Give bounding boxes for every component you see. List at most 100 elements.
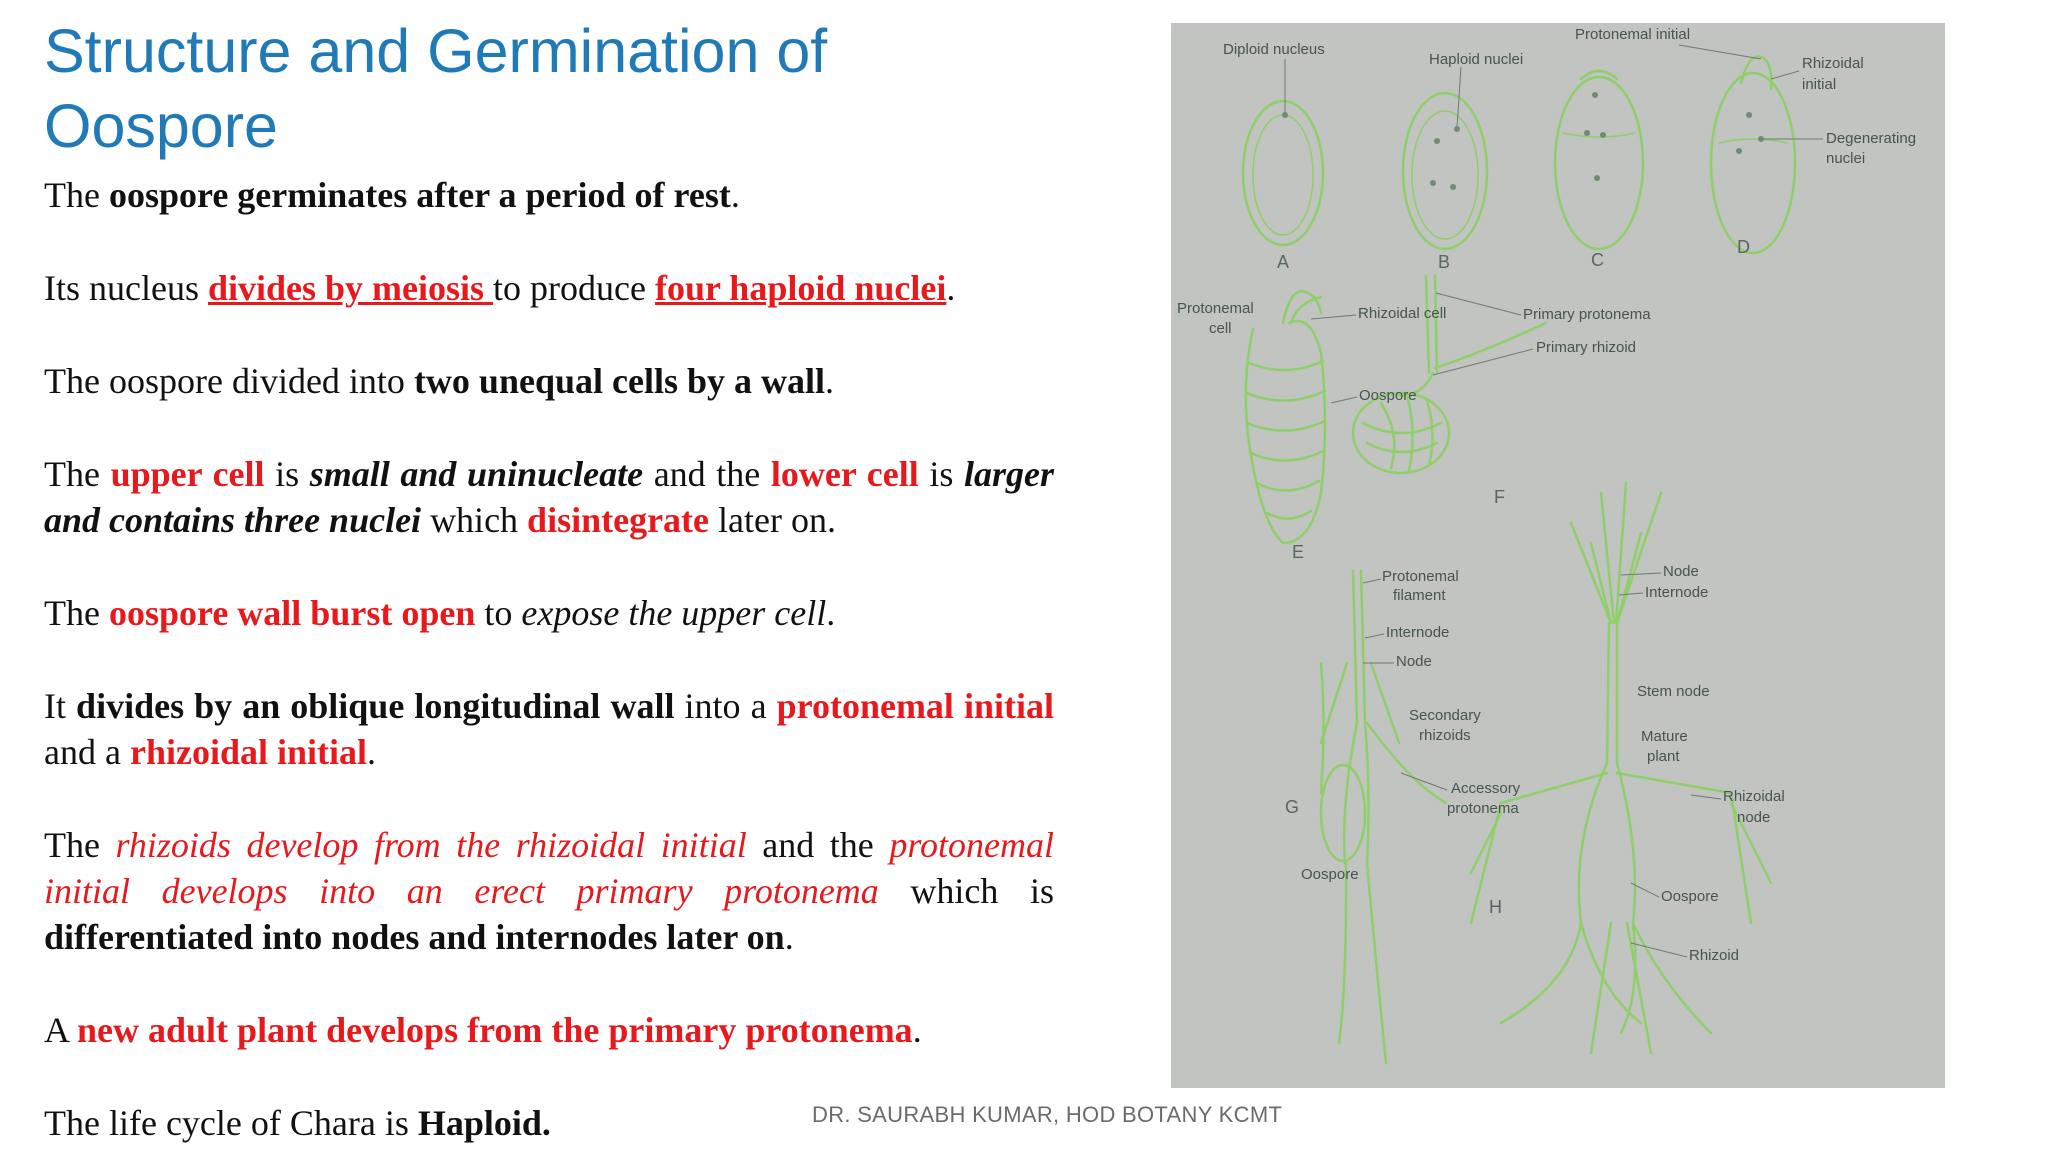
leader-lines <box>1284 44 1823 958</box>
body-text: The oospore germinates after a period of… <box>44 172 1054 1146</box>
label-protonemal-cell-2: cell <box>1209 320 1232 337</box>
text-run: which is <box>878 871 1054 911</box>
text-run: . <box>784 917 794 957</box>
text-run: It <box>44 686 77 726</box>
text-run: into a <box>674 686 777 726</box>
text-run: The <box>44 593 109 633</box>
text-run: . <box>824 361 834 401</box>
text-run: . <box>826 593 836 633</box>
text-run: later on. <box>709 500 836 540</box>
text-run: The <box>44 175 109 215</box>
text-run: and the <box>746 825 890 865</box>
label-haploid-nuclei: Haploid nuclei <box>1429 51 1523 68</box>
text-run: to <box>475 593 522 633</box>
label-f: F <box>1494 487 1505 507</box>
label-g: G <box>1285 797 1299 817</box>
label-rhizoidal-node-2: node <box>1737 809 1770 826</box>
paragraph-6: It divides by an oblique longitudinal wa… <box>44 683 1054 775</box>
text-run: . <box>730 175 740 215</box>
label-secondary-rhizoids: Secondary <box>1409 707 1481 724</box>
paragraph-3: The oospore divided into two unequal cel… <box>44 358 1054 404</box>
highlight-run: rhizoidal initial <box>129 732 367 772</box>
highlight-run: divides by meiosis <box>207 268 494 308</box>
label-mature-plant: Mature <box>1641 728 1688 745</box>
label-rhizoidal-initial-2: initial <box>1802 76 1836 93</box>
label-degenerating-nuclei: Degenerating <box>1826 130 1916 147</box>
highlight-run: protonemal initial <box>776 686 1054 726</box>
red-italic-run: protonemal initial develops into an erec… <box>44 825 1055 911</box>
highlight-run: disintegrate <box>527 500 710 540</box>
label-stem-node: Stem node <box>1637 683 1710 700</box>
title-line-1: Structure and Germination of <box>44 17 828 85</box>
bold-run: Haploid. <box>417 1103 551 1143</box>
label-rhizoidal-initial: Rhizoidal <box>1802 55 1864 72</box>
primary-protonema-f <box>1351 274 1548 475</box>
label-accessory-protonema-2: protonema <box>1447 800 1519 817</box>
paragraph-5: The oospore wall burst open to expose th… <box>44 590 1054 636</box>
text-run: which <box>421 500 528 540</box>
text-run: and a <box>44 732 130 772</box>
mature-plant-h <box>1469 481 1773 1055</box>
text-run: The oospore divided into <box>44 361 414 401</box>
label-internode-h: Internode <box>1645 584 1708 601</box>
text-run: is <box>264 454 310 494</box>
text-run: is <box>918 454 964 494</box>
label-rhizoid-h: Rhizoid <box>1689 947 1739 964</box>
label-e: E <box>1292 542 1304 562</box>
chara-germination-figure: Diploid nucleus Haploid nuclei Protonema… <box>1171 23 1945 1088</box>
label-mature-plant-2: plant <box>1647 748 1680 765</box>
highlight-run: upper cell <box>110 454 265 494</box>
oospore-d <box>1709 55 1797 255</box>
label-rhizoidal-cell: Rhizoidal cell <box>1358 305 1446 322</box>
highlight-run: four haploid nuclei <box>654 268 947 308</box>
text-run: Its nucleus <box>44 268 208 308</box>
bold-italic-run: larger and contains three nuclei <box>44 454 1054 540</box>
italic-run: expose the upper cell <box>521 593 827 633</box>
slide-title: Structure and Germination of Oospore <box>44 14 1054 164</box>
label-node-g: Node <box>1396 653 1432 670</box>
label-node-h: Node <box>1663 563 1699 580</box>
figure-drawing: Diploid nucleus Haploid nuclei Protonema… <box>1177 26 1916 1065</box>
bold-run: divides by an oblique longitudinal wall <box>76 686 675 726</box>
text-run: The <box>44 454 111 494</box>
label-oospore-h: Oospore <box>1661 888 1719 905</box>
paragraph-4: The upper cell is small and uninucleate … <box>44 451 1054 543</box>
bold-run: differentiated into nodes and internodes… <box>44 917 785 957</box>
title-line-2: Oospore <box>44 92 278 160</box>
label-degenerating-nuclei-2: nuclei <box>1826 150 1865 167</box>
text-run: The life cycle of Chara is <box>44 1103 418 1143</box>
label-b: B <box>1438 252 1450 272</box>
label-protonemal-filament: Protonemal <box>1382 568 1459 585</box>
label-oospore-e: Oospore <box>1359 387 1417 404</box>
paragraph-2: Its nucleus divides by meiosis to produc… <box>44 265 1054 311</box>
germinating-oospore-e <box>1244 289 1327 545</box>
oospore-b <box>1401 91 1489 251</box>
label-accessory-protonema: Accessory <box>1451 780 1521 797</box>
paragraph-8: A new adult plant develops from the prim… <box>44 1007 1054 1053</box>
label-internode-g: Internode <box>1386 624 1449 641</box>
label-c: C <box>1591 250 1604 270</box>
label-d: D <box>1737 237 1750 257</box>
footer-credit: DR. SAURABH KUMAR, HOD BOTANY KCMT <box>812 1102 1283 1127</box>
bold-italic-run: small and uninucleate <box>309 454 644 494</box>
text-run: . <box>912 1010 922 1050</box>
label-protonemal-cell: Protonemal <box>1177 300 1254 317</box>
label-protonemal-initial: Protonemal initial <box>1575 26 1690 43</box>
paragraph-9: The life cycle of Chara is Haploid. <box>44 1100 1054 1146</box>
label-primary-protonema: Primary protonema <box>1523 306 1651 323</box>
label-oospore-g: Oospore <box>1301 866 1359 883</box>
text-run: and the <box>643 454 771 494</box>
red-italic-run: rhizoids develop from the rhizoidal init… <box>115 825 747 865</box>
label-secondary-rhizoids-2: rhizoids <box>1419 727 1471 744</box>
text-run: The <box>44 825 116 865</box>
text-run: . <box>946 268 956 308</box>
bold-run: oospore germinates after a period of res… <box>108 175 731 215</box>
text-run: A <box>44 1010 78 1050</box>
label-primary-rhizoid: Primary rhizoid <box>1536 339 1636 356</box>
label-a: A <box>1277 252 1289 272</box>
bold-run: two unequal cells by a wall <box>413 361 825 401</box>
label-diploid-nucleus: Diploid nucleus <box>1223 41 1325 58</box>
text-run: . <box>367 732 376 772</box>
young-plant-g <box>1319 569 1448 1065</box>
